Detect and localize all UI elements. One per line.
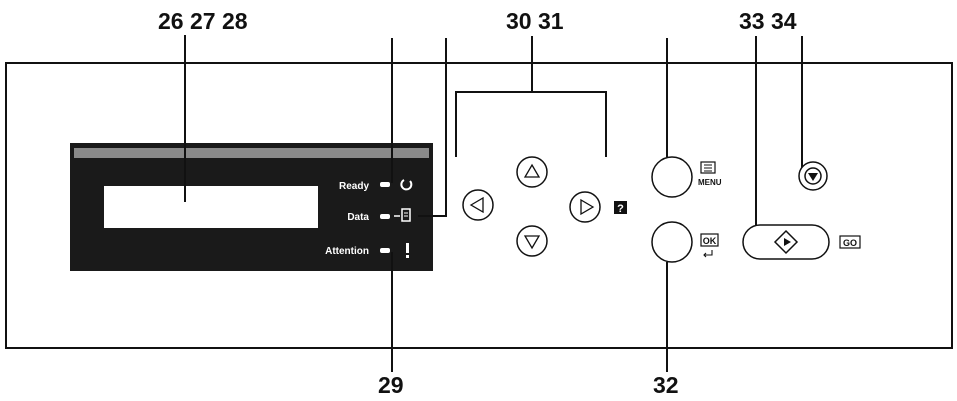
data-label: Data <box>347 212 369 223</box>
help-icon: ? <box>614 201 627 215</box>
ok-label: OK <box>703 236 717 246</box>
attention-label: Attention <box>325 246 369 257</box>
ready-led <box>380 182 390 187</box>
start-button[interactable] <box>742 224 830 260</box>
callout-26-27-28: 26 27 28 <box>158 8 248 34</box>
go-label-box <box>839 235 861 249</box>
lcd-screen <box>104 186 318 228</box>
triangle-down-icon <box>523 235 541 250</box>
callout-33-34: 33 34 <box>739 8 797 34</box>
leader-30-31-bracket <box>455 91 607 157</box>
menu-button[interactable] <box>651 156 693 198</box>
list-menu-icon <box>700 161 716 174</box>
up-button[interactable] <box>516 156 548 188</box>
triangle-left-icon <box>469 196 484 214</box>
triangle-right-icon <box>580 198 595 216</box>
ok-label-box <box>700 233 719 247</box>
callout-29: 29 <box>378 372 404 398</box>
stop-button[interactable] <box>798 161 828 191</box>
diamond-start-icon <box>773 229 799 255</box>
enter-arrow-icon <box>703 250 713 258</box>
data-led <box>380 214 390 219</box>
attention-led <box>380 248 390 253</box>
down-button[interactable] <box>516 225 548 257</box>
menu-label: MENU <box>698 178 722 187</box>
callout-30-31: 30 31 <box>506 8 564 34</box>
triangle-up-icon <box>523 163 541 178</box>
help-glyph: ? <box>617 203 624 215</box>
left-button[interactable] <box>462 189 494 221</box>
lcd-top-strip <box>74 148 429 158</box>
stop-icon <box>804 167 822 185</box>
power-circle-icon <box>400 179 413 191</box>
leader-data <box>418 38 447 217</box>
document-arrow-icon <box>394 208 411 222</box>
ok-button[interactable] <box>651 221 693 263</box>
ready-label: Ready <box>339 181 369 192</box>
callout-32: 32 <box>653 372 679 398</box>
go-label: GO <box>843 238 857 248</box>
right-button[interactable] <box>569 191 601 223</box>
exclamation-icon <box>406 243 409 258</box>
